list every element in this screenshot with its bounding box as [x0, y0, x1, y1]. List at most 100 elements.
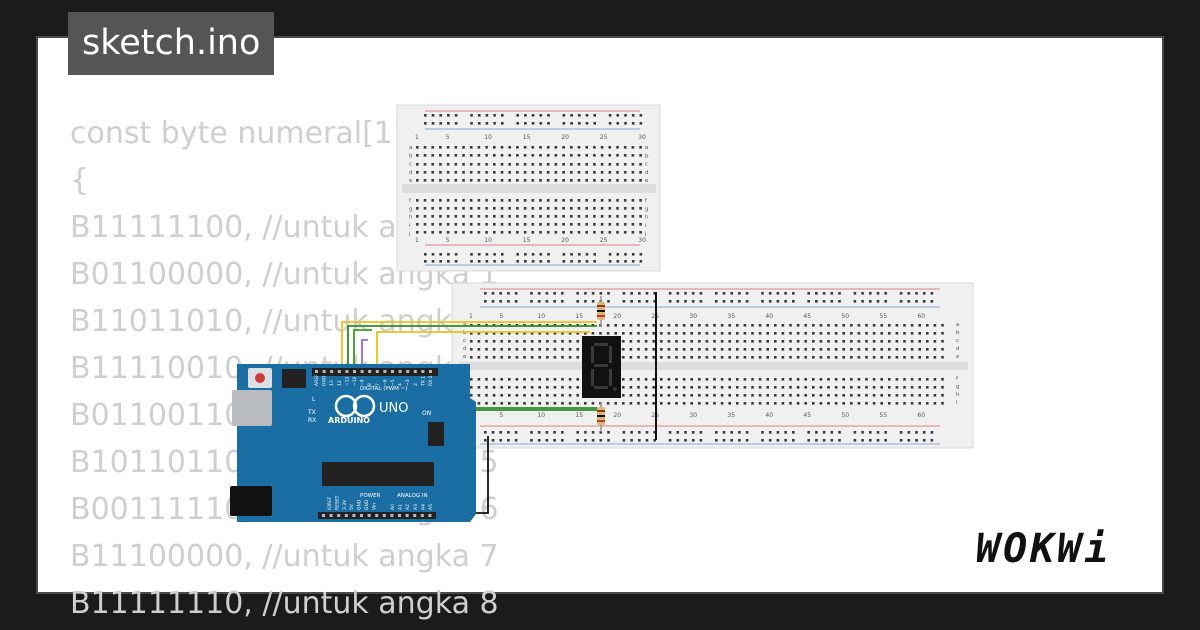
- seven-segment-display[interactable]: [582, 336, 621, 398]
- row-label: h: [645, 215, 649, 221]
- row-label: a: [409, 145, 412, 151]
- power-pin-label: RESET: [334, 495, 340, 510]
- code-line: const byte numeral[11: [70, 116, 412, 151]
- power-pin-label: IOREF: [327, 496, 333, 510]
- analog-pin-label: A3: [413, 504, 419, 510]
- column-label: 45: [803, 412, 811, 419]
- digital-pin-label: 2: [413, 383, 419, 386]
- analog-pin-label: A4: [420, 504, 426, 510]
- row-label: h: [956, 392, 960, 398]
- digital-pin-label: ~11: [344, 376, 350, 386]
- digital-label: DIGITAL (PWM ~): [360, 386, 407, 392]
- row-label: b: [956, 330, 960, 336]
- row-label: e: [463, 354, 467, 360]
- row-label: b: [645, 153, 649, 159]
- code-line: B11111110, //untuk angka 8: [70, 586, 499, 621]
- row-label: c: [956, 338, 959, 344]
- column-label: 35: [727, 412, 735, 419]
- power-pin-label: 5V: [349, 503, 355, 510]
- row-label: i: [409, 223, 411, 229]
- column-label: 30: [638, 134, 646, 141]
- column-label: 40: [765, 313, 773, 320]
- digital-pin-label: ~6: [382, 379, 388, 386]
- row-label: f: [645, 198, 648, 204]
- digital-pin-label: GND: [322, 375, 328, 386]
- rx-led-label: RX: [308, 417, 316, 424]
- resistor-top[interactable]: [597, 296, 605, 326]
- power-label: POWER: [360, 493, 381, 499]
- arduino-model: UNO: [379, 401, 408, 416]
- row-label: j: [408, 231, 411, 237]
- column-label: 30: [689, 412, 697, 419]
- column-label: 60: [917, 313, 925, 320]
- atmega-chip: [322, 462, 434, 486]
- row-label: e: [645, 178, 649, 184]
- digital-pin-label: RX 0: [428, 375, 434, 386]
- on-led-label: ON: [422, 410, 431, 417]
- digital-pin-label: ~9: [360, 379, 366, 386]
- row-label: b: [463, 330, 467, 336]
- digital-pin-label: 13: [329, 380, 335, 386]
- row-label: i: [645, 223, 647, 229]
- row-label: g: [956, 384, 960, 390]
- usb-port: [232, 390, 272, 426]
- column-label: 1: [415, 237, 419, 244]
- power-pin-label: GND: [357, 499, 363, 510]
- sketch-title[interactable]: sketch.ino: [68, 12, 275, 75]
- column-label: 20: [561, 237, 569, 244]
- digital-pin-label: ~3: [405, 379, 411, 386]
- wokwi-logo: WOKWi: [976, 526, 1112, 572]
- column-label: 50: [841, 313, 849, 320]
- digital-pin-label: 8: [367, 383, 373, 386]
- power-pin-label: 3.3V: [342, 499, 348, 510]
- column-label: 50: [841, 412, 849, 419]
- column-label: 35: [727, 313, 735, 320]
- column-label: 55: [879, 313, 887, 320]
- resistor-bottom[interactable]: [597, 402, 605, 432]
- column-label: 15: [523, 237, 531, 244]
- column-label: 45: [803, 313, 811, 320]
- digital-pin-label: 4: [398, 383, 404, 386]
- row-label: b: [409, 153, 413, 159]
- code-line: B11100000, //untuk angka 7: [70, 539, 499, 574]
- analog-pin-label: A5: [428, 504, 434, 510]
- breadboard-large[interactable]: 1510152025303540455055601510152025303540…: [451, 282, 974, 449]
- column-label: 10: [537, 412, 545, 419]
- code-line: {: [70, 163, 90, 198]
- row-label: d: [956, 346, 960, 352]
- row-label: a: [956, 322, 959, 328]
- power-jack: [230, 486, 272, 516]
- digital-pin-label: 12: [337, 380, 343, 386]
- column-label: 20: [561, 134, 569, 141]
- row-label: i: [956, 400, 958, 406]
- analog-label: ANALOG IN: [397, 493, 428, 499]
- digital-pin-label: ~5: [390, 379, 396, 386]
- row-label: c: [463, 338, 466, 344]
- row-label: g: [645, 206, 649, 212]
- column-label: 1: [469, 313, 473, 320]
- column-label: 15: [575, 313, 583, 320]
- power-pin-label: GND: [364, 499, 370, 510]
- column-label: 60: [917, 412, 925, 419]
- row-label: d: [409, 170, 413, 176]
- column-label: 15: [523, 134, 531, 141]
- row-label: a: [645, 145, 648, 151]
- row-label: j: [644, 231, 647, 237]
- column-label: 5: [446, 134, 450, 141]
- row-label: a: [463, 322, 466, 328]
- analog-pin-label: A2: [405, 504, 411, 510]
- digital-pin-label: ~10: [352, 376, 358, 386]
- digital-pin-label: AREF: [314, 374, 320, 386]
- analog-pin-label: A0: [390, 504, 396, 510]
- column-label: 30: [638, 237, 646, 244]
- row-label: d: [645, 170, 649, 176]
- column-label: 25: [600, 134, 608, 141]
- column-label: 20: [613, 313, 621, 320]
- analog-pin-label: A1: [398, 504, 404, 510]
- row-label: e: [409, 178, 413, 184]
- column-label: 55: [879, 412, 887, 419]
- digital-pin-label: TX 1: [420, 376, 426, 387]
